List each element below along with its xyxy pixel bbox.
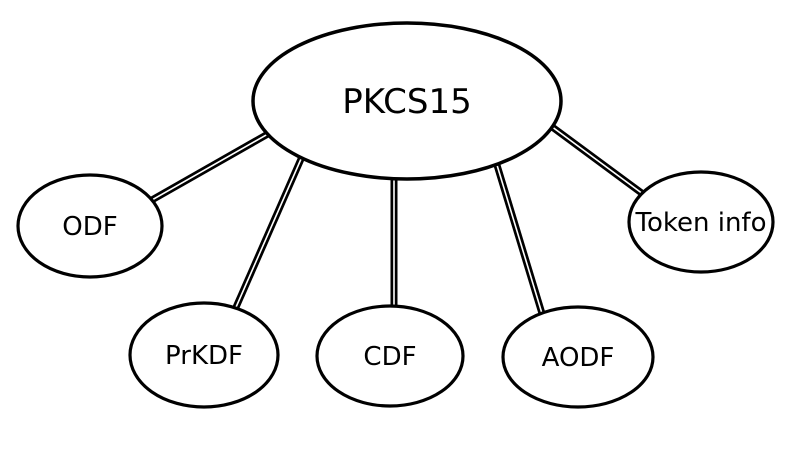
node-prkdf-label: PrKDF [165,341,243,371]
node-token-info-ellipse [627,170,775,274]
node-pkcs15: PKCS15 [251,21,563,181]
node-odf-label: ODF [62,212,117,242]
node-cdf-ellipse [315,304,465,408]
node-aodf-label: AODF [542,343,615,373]
node-pkcs15-label: PKCS15 [342,82,472,122]
edge-pkcs15-prkdf-gap [225,133,313,331]
diagram-nodes: PKCS15 ODF PrKDF CDF AODF Token info [16,21,775,409]
node-token-info-label: Token info [634,208,766,238]
node-pkcs15-ellipse [251,21,563,181]
node-prkdf: PrKDF [128,301,280,409]
node-prkdf-ellipse [128,301,280,409]
node-cdf: CDF [315,304,465,408]
node-odf: ODF [16,173,164,279]
node-aodf: AODF [501,305,655,409]
edge-pkcs15-aodf-gap [489,141,548,331]
node-aodf-ellipse [501,305,655,409]
node-cdf-label: CDF [363,342,416,372]
node-token-info: Token info [627,170,775,274]
node-odf-ellipse [16,173,164,279]
